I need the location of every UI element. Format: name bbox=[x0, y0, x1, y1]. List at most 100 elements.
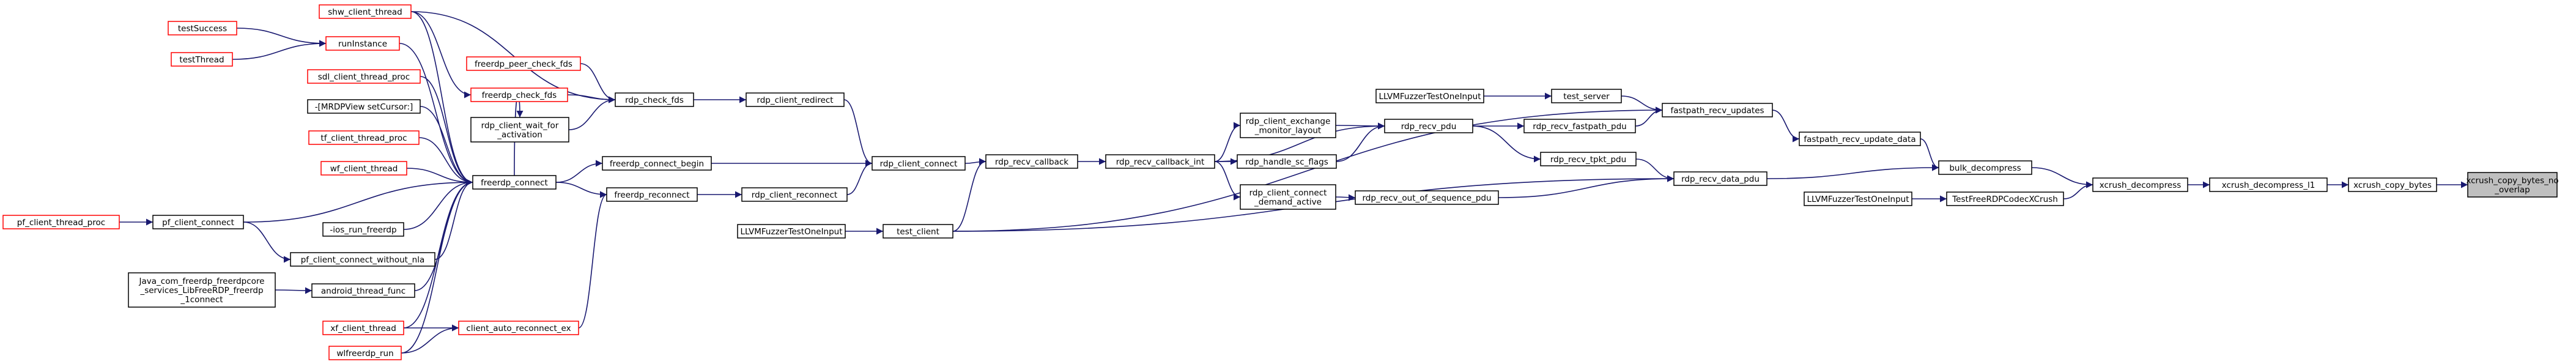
node-box bbox=[2, 215, 120, 229]
node-box bbox=[1799, 132, 1921, 146]
node-box bbox=[466, 56, 581, 71]
node-xcrush_decompress[interactable]: xcrush_decompress bbox=[2092, 177, 2188, 192]
edge-rdp_recv_callback_int-to-rdp_client_connect_demand_active bbox=[1214, 161, 1241, 201]
node-LLVMFuzzerTestOneInput_c[interactable]: LLVMFuzzerTestOneInput bbox=[737, 224, 846, 239]
node-label: rdp_recv_callback_int bbox=[1116, 157, 1205, 167]
node-label: LLVMFuzzerTestOneInput bbox=[1379, 92, 1481, 102]
node-freerdp_connect[interactable]: freerdp_connect bbox=[472, 175, 557, 190]
node-box bbox=[1240, 184, 1336, 210]
edge-pf_client_connect-to-pf_client_connect_without_nla bbox=[243, 221, 291, 263]
edge-freerdp_peer_check_fds-to-rdp_check_fds bbox=[580, 63, 616, 103]
node-label: xcrush_decompress bbox=[2100, 180, 2182, 190]
node-shw_client_thread[interactable]: shw_client_thread bbox=[319, 4, 412, 19]
edge-MRDPView_setCursor-to-freerdp_connect bbox=[420, 106, 473, 186]
edge-wf_client_thread-to-freerdp_connect bbox=[406, 168, 473, 186]
node-rdp_recv_fastpath_pdu[interactable]: rdp_recv_fastpath_pdu bbox=[1523, 119, 1636, 133]
node-ios_run_freerdp[interactable]: -ios_run_freerdp bbox=[322, 222, 404, 237]
node-rdp_client_reconnect[interactable]: rdp_client_reconnect bbox=[741, 187, 848, 202]
node-freerdp_reconnect[interactable]: freerdp_reconnect bbox=[606, 187, 698, 202]
node-sdl_client_thread_proc[interactable]: sdl_client_thread_proc bbox=[307, 69, 421, 84]
node-freerdp_check_fds[interactable]: freerdp_check_fds bbox=[470, 87, 568, 102]
edge-test_client-to-fastpath_recv_updates bbox=[952, 106, 1663, 232]
node-rdp_client_exchange_monitor_layout[interactable]: rdp_client_exchange_monitor_layout bbox=[1240, 113, 1336, 138]
node-box bbox=[2092, 177, 2188, 192]
node-box bbox=[1540, 152, 1637, 166]
node-box bbox=[872, 156, 966, 171]
edge-fastpath_recv_updates-to-fastpath_recv_update_data bbox=[1772, 110, 1800, 143]
node-rdp_recv_callback[interactable]: rdp_recv_callback bbox=[985, 154, 1078, 169]
node-box bbox=[311, 283, 415, 298]
node-freerdp_connect_begin[interactable]: freerdp_connect_begin bbox=[602, 156, 712, 171]
edge-shw_client_thread-to-freerdp_connect bbox=[410, 11, 473, 186]
node-label: rdp_recv_out_of_sequence_pdu bbox=[1362, 193, 1491, 203]
node-box bbox=[307, 99, 421, 114]
node-testSuccess[interactable]: testSuccess bbox=[168, 21, 237, 35]
node-box bbox=[328, 346, 402, 360]
node-label: freerdp_connect bbox=[481, 178, 548, 188]
node-box bbox=[128, 272, 276, 308]
node-box bbox=[1237, 154, 1337, 169]
node-rdp_client_connect[interactable]: rdp_client_connect bbox=[872, 156, 966, 171]
node-label: _services_LibFreeRDP_freerdp bbox=[139, 286, 263, 295]
node-pf_client_connect[interactable]: pf_client_connect bbox=[152, 215, 244, 229]
node-rdp_client_connect_demand_active[interactable]: rdp_client_connect_demand_active bbox=[1240, 184, 1336, 210]
node-fastpath_recv_update_data[interactable]: fastpath_recv_update_data bbox=[1799, 132, 1921, 146]
node-Java_connect[interactable]: Java_com_freerdp_freerdpcore_services_Li… bbox=[128, 272, 276, 308]
edge-test_server-to-fastpath_recv_updates bbox=[1621, 95, 1663, 114]
node-pf_client_thread_proc[interactable]: pf_client_thread_proc bbox=[2, 215, 120, 229]
node-runInstance[interactable]: runInstance bbox=[325, 36, 400, 51]
node-client_auto_reconnect_ex[interactable]: client_auto_reconnect_ex bbox=[458, 321, 579, 335]
node-box bbox=[602, 156, 712, 171]
node-TestFreeRDPCodecXCrush[interactable]: TestFreeRDPCodecXCrush bbox=[1946, 191, 2064, 206]
node-label: test_server bbox=[1563, 92, 1610, 102]
node-wf_client_thread[interactable]: wf_client_thread bbox=[320, 161, 407, 176]
node-fastpath_recv_updates[interactable]: fastpath_recv_updates bbox=[1662, 103, 1773, 117]
node-box bbox=[1384, 119, 1473, 133]
node-rdp_check_fds[interactable]: rdp_check_fds bbox=[615, 92, 694, 107]
edge-rdp_client_redirect-to-rdp_client_connect bbox=[843, 99, 873, 167]
node-rdp_recv_out_of_sequence_pdu[interactable]: rdp_recv_out_of_sequence_pdu bbox=[1355, 190, 1499, 205]
node-box bbox=[290, 252, 435, 267]
node-freerdp_peer_check_fds[interactable]: freerdp_peer_check_fds bbox=[466, 56, 581, 71]
edge-rdp_recv_tpkt_pdu-to-rdp_recv_data_pdu bbox=[1635, 158, 1675, 182]
node-testThread[interactable]: testThread bbox=[171, 52, 233, 67]
node-label: rdp_recv_fastpath_pdu bbox=[1533, 122, 1626, 132]
node-label: LLVMFuzzerTestOneInput bbox=[1807, 195, 1909, 204]
node-label: rdp_client_exchange bbox=[1246, 117, 1331, 127]
edge-rdp_recv_data_pdu-to-bulk_decompress bbox=[1766, 164, 1939, 179]
node-android_thread_func[interactable]: android_thread_func bbox=[311, 283, 415, 298]
node-label: rdp_client_connect bbox=[1249, 188, 1327, 198]
node-label: xcrush_decompress_l1 bbox=[2222, 180, 2315, 190]
node-test_server[interactable]: test_server bbox=[1551, 89, 1622, 103]
node-label: rdp_check_fds bbox=[625, 95, 684, 105]
node-label: shw_client_thread bbox=[328, 7, 402, 17]
node-box bbox=[1523, 119, 1636, 133]
node-rdp_client_redirect[interactable]: rdp_client_redirect bbox=[746, 92, 845, 107]
node-rdp_recv_data_pdu[interactable]: rdp_recv_data_pdu bbox=[1673, 171, 1767, 186]
node-xf_client_thread[interactable]: xf_client_thread bbox=[322, 321, 404, 335]
node-xcrush_copy_bytes[interactable]: xcrush_copy_bytes bbox=[2348, 177, 2437, 192]
edge-tf_client_thread_proc-to-freerdp_connect bbox=[418, 137, 473, 186]
edge-fastpath_recv_update_data-to-bulk_decompress bbox=[1920, 138, 1939, 171]
node-box bbox=[458, 321, 579, 335]
node-tf_client_thread_proc[interactable]: tf_client_thread_proc bbox=[308, 130, 420, 145]
node-pf_client_connect_without_nla[interactable]: pf_client_connect_without_nla bbox=[290, 252, 435, 267]
node-box bbox=[470, 87, 568, 102]
node-MRDPView_setCursor[interactable]: -[MRDPView setCursor:] bbox=[307, 99, 421, 114]
node-label: bulk_decompress bbox=[1949, 163, 2021, 173]
node-test_client[interactable]: test_client bbox=[883, 224, 953, 239]
node-rdp_client_wait_for_activation[interactable]: rdp_client_wait_for_activation bbox=[470, 117, 569, 143]
node-rdp_recv_pdu[interactable]: rdp_recv_pdu bbox=[1384, 119, 1473, 133]
node-label: rdp_client_connect bbox=[880, 159, 958, 169]
node-label: _overlap bbox=[2494, 185, 2530, 195]
node-wlfreerdp_run[interactable]: wlfreerdp_run bbox=[328, 346, 402, 360]
node-rdp_handle_sc_flags[interactable]: rdp_handle_sc_flags bbox=[1237, 154, 1337, 169]
graph-nodes: xcrush_copy_bytes_no_overlapxcrush_copy_… bbox=[2, 4, 2559, 360]
node-bulk_decompress[interactable]: bulk_decompress bbox=[1938, 160, 2032, 175]
node-LLVMFuzzerTestOneInput_t[interactable]: LLVMFuzzerTestOneInput bbox=[1375, 89, 1484, 103]
edge-wlfreerdp_run-to-client_auto_reconnect_ex bbox=[401, 324, 459, 354]
node-LLVMFuzzerTestOneInput_b[interactable]: LLVMFuzzerTestOneInput bbox=[1804, 191, 1912, 206]
node-xcrush_decompress_l1[interactable]: xcrush_decompress_l1 bbox=[2209, 177, 2328, 192]
node-rdp_recv_callback_int[interactable]: rdp_recv_callback_int bbox=[1105, 154, 1215, 169]
node-rdp_recv_tpkt_pdu[interactable]: rdp_recv_tpkt_pdu bbox=[1540, 152, 1637, 166]
